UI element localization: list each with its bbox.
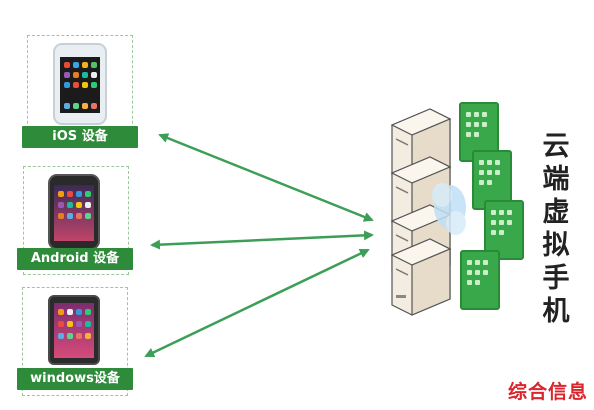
- device-label-android: Android 设备: [17, 248, 133, 270]
- android-phone-icon: [48, 174, 100, 250]
- server-rack-icon: [390, 108, 452, 316]
- ios-arrow: [158, 133, 374, 222]
- watermark-text: 综合信息: [508, 381, 589, 403]
- windows-tablet-icon: [48, 295, 100, 365]
- windows-arrow: [144, 248, 370, 358]
- cloud-icon: [432, 183, 466, 235]
- windows-device-card: [22, 287, 128, 396]
- android-arrow: [150, 230, 374, 250]
- cloud-phone-title: 云 端 虚 拟 手 机: [542, 131, 570, 327]
- ios-device-card: [27, 35, 133, 144]
- cloud-infrastructure: [390, 108, 466, 316]
- iphone-icon: [53, 43, 107, 125]
- virtual-phone-icon: [460, 250, 500, 310]
- device-label-ios: iOS 设备: [22, 126, 138, 148]
- device-label-windows: windows设备: [17, 368, 133, 390]
- android-device-card: [23, 166, 129, 275]
- virtual-phone-icon: [472, 150, 512, 210]
